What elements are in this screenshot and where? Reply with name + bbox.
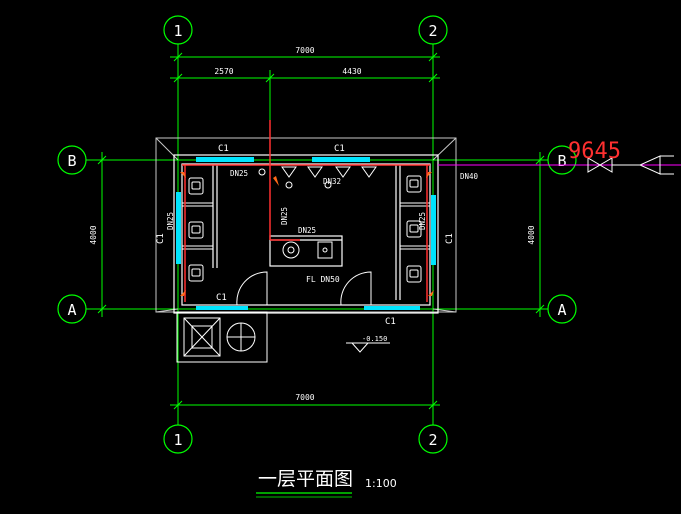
urinal-icon <box>307 166 323 178</box>
label-red-annotation: 9645 <box>568 139 621 164</box>
label-pipe-dn32: DN32 <box>323 177 341 186</box>
axis-bubble-2-top <box>418 15 448 45</box>
valves <box>587 155 674 175</box>
axis-bubble-1-top <box>163 15 193 45</box>
urinal-icon <box>361 166 377 178</box>
label-window-c1: C1 <box>445 233 455 244</box>
water-pipes <box>182 120 681 302</box>
urinal-icon <box>281 166 297 178</box>
dim-text-bottom: 7000 <box>295 393 314 402</box>
urinal-icon <box>335 166 351 178</box>
label-pipe-dn40: DN40 <box>460 172 479 181</box>
sink-room-wall <box>269 235 343 267</box>
roof-outline <box>155 137 457 313</box>
water-tank-icon <box>183 317 221 357</box>
check-valve-icon <box>638 155 661 175</box>
label-window-c1: C1 <box>216 293 227 303</box>
drawing-title: 一层平面图 1:100 <box>256 468 397 498</box>
window-bottom-left <box>196 306 248 310</box>
door-right <box>340 271 372 306</box>
toilet-icon <box>188 221 204 239</box>
axis-label-b-right: B <box>557 152 566 170</box>
axis-label-1-top: 1 <box>173 22 182 40</box>
label-window-c1: C1 <box>156 233 166 244</box>
urinals <box>258 166 377 189</box>
axis-bubbles <box>57 15 577 454</box>
roof-eave-line <box>155 137 457 313</box>
toilet-icon <box>188 177 204 195</box>
dim-text-seg-right: 4430 <box>342 67 361 76</box>
axis-label-2-bottom: 2 <box>428 431 437 449</box>
dim-text-seg-left: 2570 <box>214 67 233 76</box>
pipe-arrows <box>180 172 434 296</box>
label-floor-drain: FL DN50 <box>306 275 340 284</box>
axis-label-a-right: A <box>557 301 566 319</box>
elevation-marker <box>346 342 390 353</box>
mop-sink-icon <box>317 241 333 259</box>
label-pipe-dn25: DN25 <box>230 169 248 178</box>
title-main: 一层平面图 <box>258 468 353 490</box>
annotations: C1 C1 C1 C1 C1 C1 DN25 DN32 DN25 DN25 DN… <box>156 144 479 327</box>
axis-bubble-2-bottom <box>418 424 448 454</box>
toilet-icon <box>406 175 422 193</box>
window-top-mid <box>312 157 370 162</box>
axis-bubble-a-left <box>57 294 87 324</box>
label-pipe-dn25: DN25 <box>298 226 316 235</box>
label-pipe-dn25: DN25 <box>418 212 427 230</box>
dim-text-right: 4000 <box>527 225 536 244</box>
windows <box>176 157 436 310</box>
window-bottom-right <box>364 306 420 310</box>
stall-dividers <box>182 202 430 250</box>
inner-wall-outline <box>181 163 431 306</box>
wash-basin-icon <box>282 241 300 259</box>
walls <box>173 154 439 314</box>
axis-label-a-left: A <box>67 301 76 319</box>
label-pipe-dn25: DN25 <box>166 212 175 230</box>
label-pipe-dn25: DN25 <box>280 207 289 225</box>
axis-bubble-1-bottom <box>163 424 193 454</box>
outer-wall-outline <box>173 154 439 314</box>
axis-bubble-labels: 1 2 1 2 B A B A <box>67 22 566 449</box>
label-window-c1: C1 <box>218 144 229 154</box>
door-swings <box>236 271 372 306</box>
axis-bubble-a-right <box>547 294 577 324</box>
door-left <box>236 271 268 306</box>
label-window-c1: C1 <box>385 317 396 327</box>
title-scale: 1:100 <box>365 477 397 490</box>
axis-bubble-b-left <box>57 145 87 175</box>
window-left <box>176 192 181 264</box>
window-top-left <box>196 157 254 162</box>
toilet-icon <box>406 265 422 283</box>
sink-fixtures <box>282 241 333 259</box>
dim-text-left: 4000 <box>89 225 98 244</box>
toilet-icon <box>406 220 422 238</box>
axis-label-2-top: 2 <box>428 22 437 40</box>
axis-bubble-b-right <box>547 145 577 175</box>
external-equipment <box>176 311 268 363</box>
dimension-lines <box>97 52 545 410</box>
axis-label-b-left: B <box>67 152 76 170</box>
window-right <box>431 195 436 265</box>
dimension-texts: 7000 2570 4430 7000 4000 4000 <box>89 46 536 402</box>
toilet-icon <box>188 264 204 282</box>
equipment-pad <box>176 311 268 363</box>
label-elevation: -0.150 <box>362 335 387 343</box>
dim-text-top-overall: 7000 <box>295 46 314 55</box>
label-window-c1: C1 <box>334 144 345 154</box>
axis-label-1-bottom: 1 <box>173 431 182 449</box>
toilets <box>188 175 422 283</box>
